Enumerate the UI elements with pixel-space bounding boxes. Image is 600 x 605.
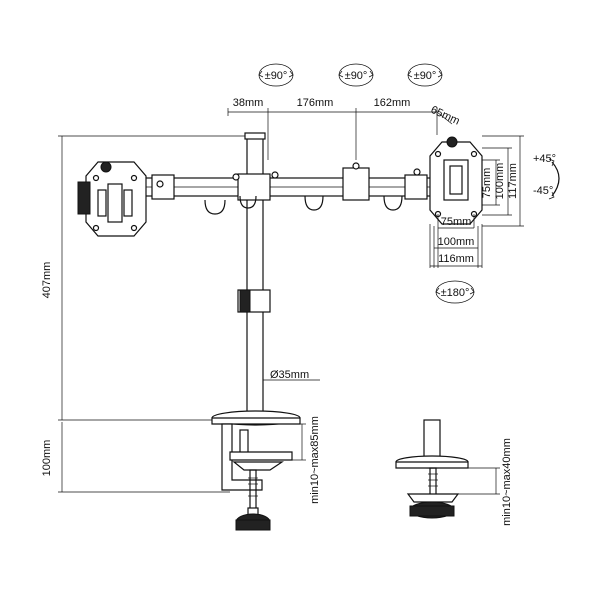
rotation-badge-joint1: ±90° bbox=[258, 63, 294, 87]
height-label: 407mm bbox=[41, 262, 53, 299]
clamp-height-dimension: 100mm bbox=[41, 422, 230, 493]
rotation-badge-rotate: ±180° bbox=[435, 280, 475, 304]
desk-clamp bbox=[211, 410, 301, 531]
rotation-badge-joint2: ±90° bbox=[338, 63, 374, 87]
tilt-indicator: +45° -45° bbox=[533, 153, 560, 200]
vesa-w75-label: 75mm bbox=[441, 216, 472, 228]
grommet-mount bbox=[395, 419, 469, 519]
tilt-down-label: -45° bbox=[533, 185, 553, 197]
vesa-w116-label: 116mm bbox=[438, 253, 474, 265]
vesa-horizontal-dimensions: 75mm 100mm 116mm bbox=[429, 214, 483, 268]
vesa-100-label: 100mm bbox=[494, 163, 506, 200]
tilt-up-label: +45° bbox=[533, 153, 556, 165]
grommet-range-label: min10~max40mm bbox=[501, 438, 513, 526]
rotate-label: ±180° bbox=[441, 287, 470, 299]
vesa-w100-label: 100mm bbox=[438, 236, 475, 248]
height-dimension: 407mm bbox=[41, 135, 255, 421]
arm-inner-label: 38mm bbox=[233, 97, 264, 109]
vesa-117-label: 117mm bbox=[507, 163, 519, 199]
arm-dimension-line: 38mm 176mm 162mm 65mm bbox=[227, 97, 462, 160]
arm-mid-label: 176mm bbox=[297, 97, 334, 109]
right-vesa-plate bbox=[429, 136, 483, 225]
rotation-badge-joint3: ±90° bbox=[407, 63, 443, 87]
clamp-height-label: 100mm bbox=[41, 440, 53, 477]
vesa-75-label: 75mm bbox=[481, 168, 493, 199]
left-vesa-plate bbox=[77, 161, 147, 237]
clamp-range-dimension: min10~max85mm bbox=[292, 416, 321, 504]
mount-arm bbox=[129, 162, 441, 215]
joint2-label: ±90° bbox=[345, 70, 368, 82]
clamp-range-label: min10~max85mm bbox=[309, 416, 321, 504]
pole-diameter-label: Ø35mm bbox=[270, 369, 309, 381]
vesa-vertical-dimensions: 75mm 100mm 117mm bbox=[481, 135, 524, 227]
arm-outer-label: 162mm bbox=[374, 97, 411, 109]
vesa-offset-label: 65mm bbox=[429, 104, 462, 128]
joint3-label: ±90° bbox=[414, 70, 437, 82]
joint1-label: ±90° bbox=[265, 70, 288, 82]
grommet-range-dimension: min10~max40mm bbox=[458, 438, 513, 526]
